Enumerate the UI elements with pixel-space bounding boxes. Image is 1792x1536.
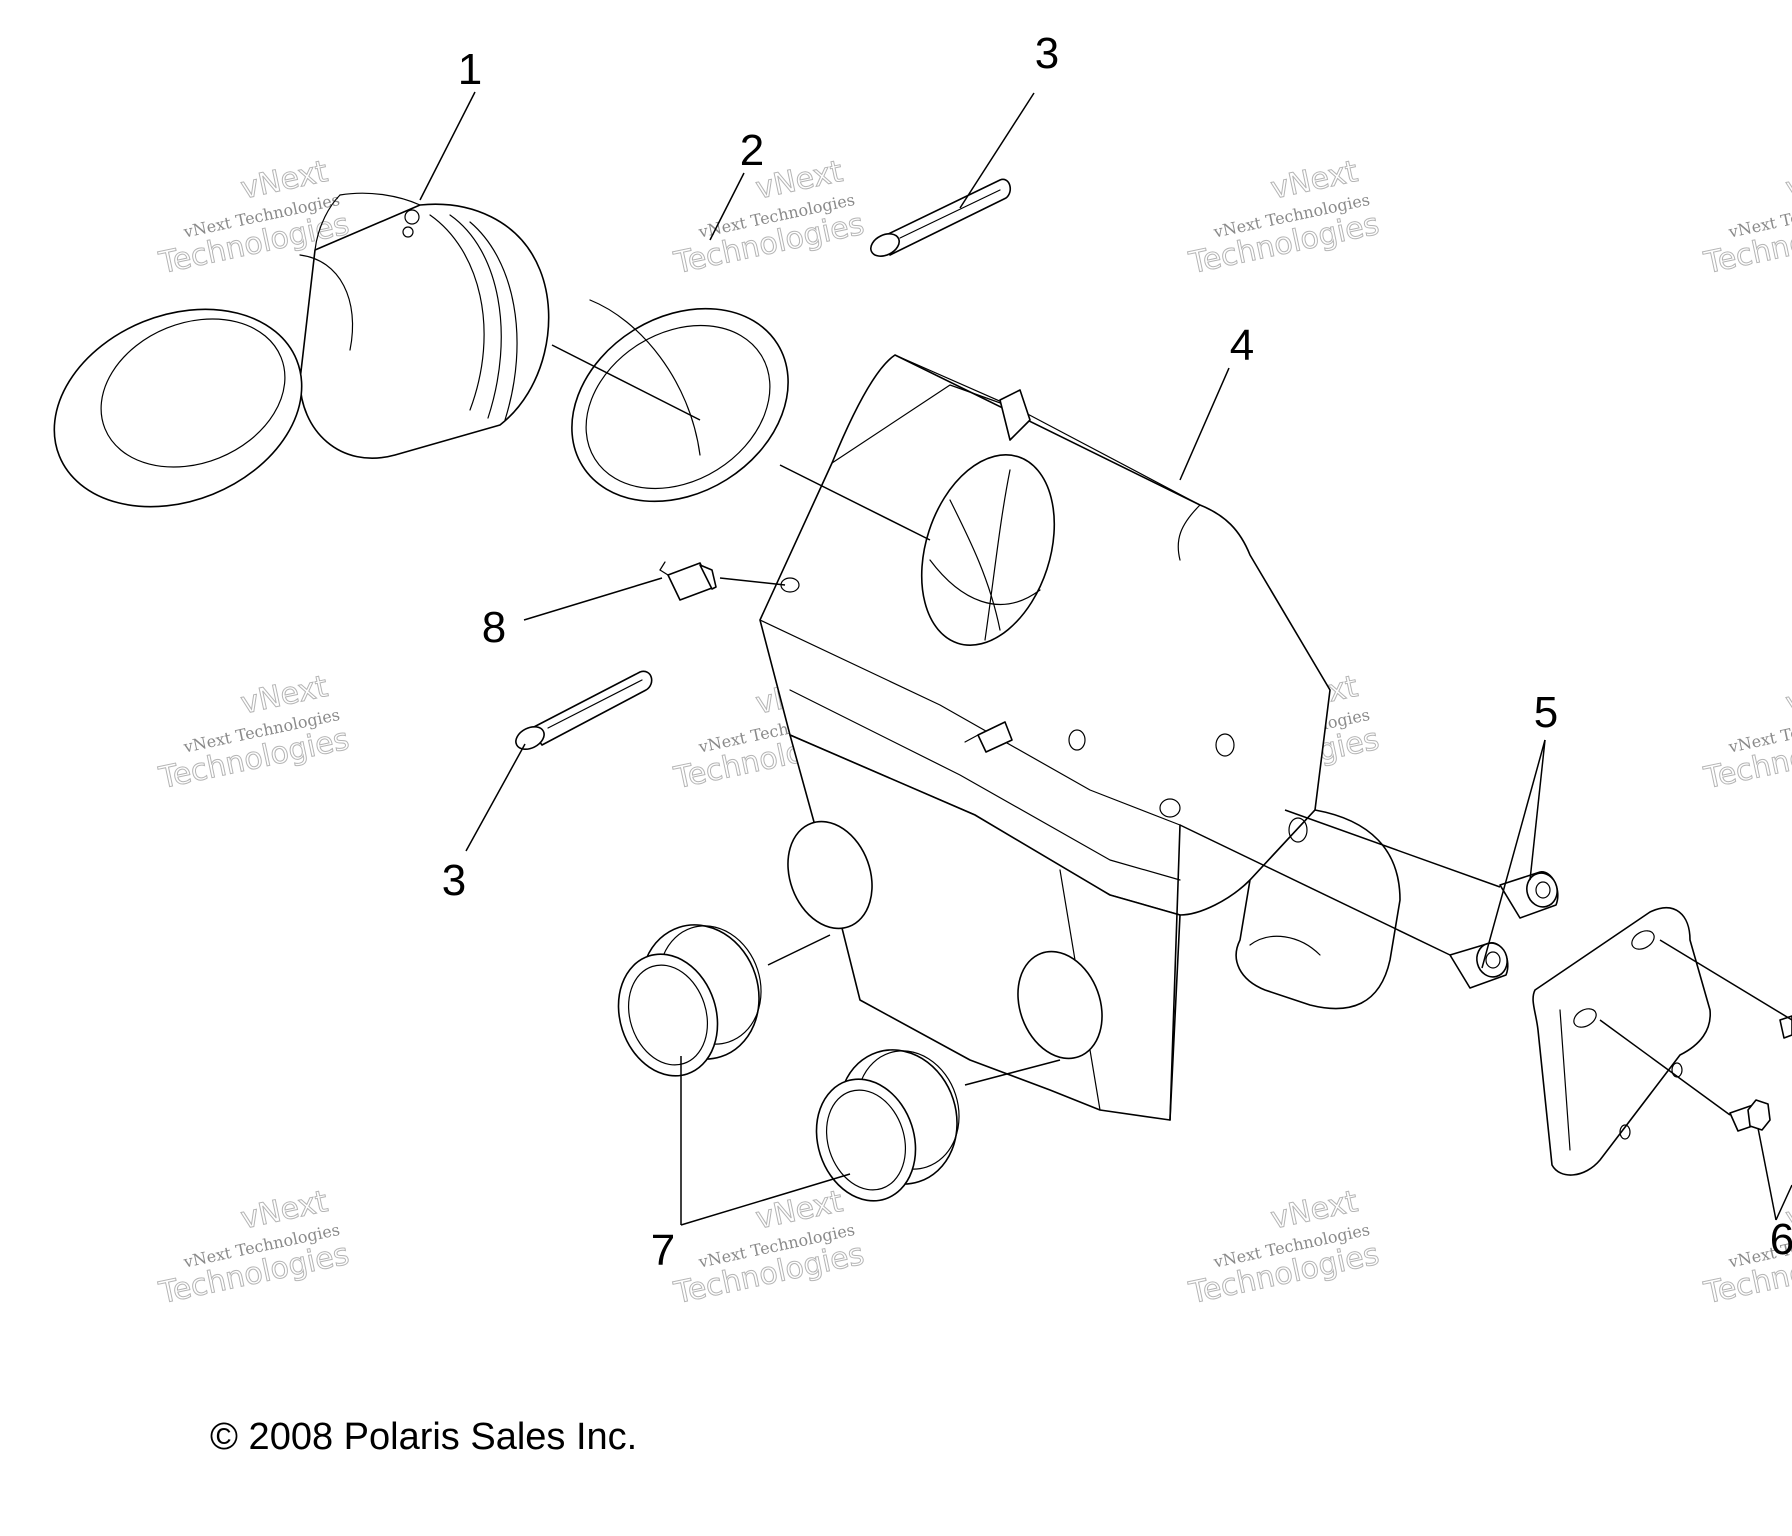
part-fitting [659,561,717,601]
watermark-line1: vNext [1783,669,1792,722]
copyright-text: © 2008 Polaris Sales Inc. [210,1416,637,1458]
watermark-line1: vNext [1783,1184,1792,1237]
watermark-line1: vNext [1783,154,1792,207]
leader-lines [419,91,1792,1226]
part-strap-lower [515,670,653,751]
part-adapter-rings [617,924,960,1202]
callout-5: 5 [1534,688,1558,737]
part-grommets [1449,871,1559,989]
callout-3-lower: 3 [442,856,466,905]
callout-6: 6 [1770,1215,1792,1264]
callout-1: 1 [458,45,482,94]
part-intake-boot [53,192,550,508]
part-strap-upper [870,178,1012,257]
callout-numbers: 1 2 3 4 8 3 5 7 6 [442,29,1792,1275]
callout-7: 7 [651,1226,675,1275]
part-airbox-housing [759,354,1401,1121]
part-coupler-ring [571,299,789,503]
callout-3-upper: 3 [1035,29,1059,78]
part-mount-plate [1532,907,1792,1176]
callout-8: 8 [482,603,506,652]
callout-4: 4 [1230,321,1254,370]
callout-2: 2 [740,126,764,175]
